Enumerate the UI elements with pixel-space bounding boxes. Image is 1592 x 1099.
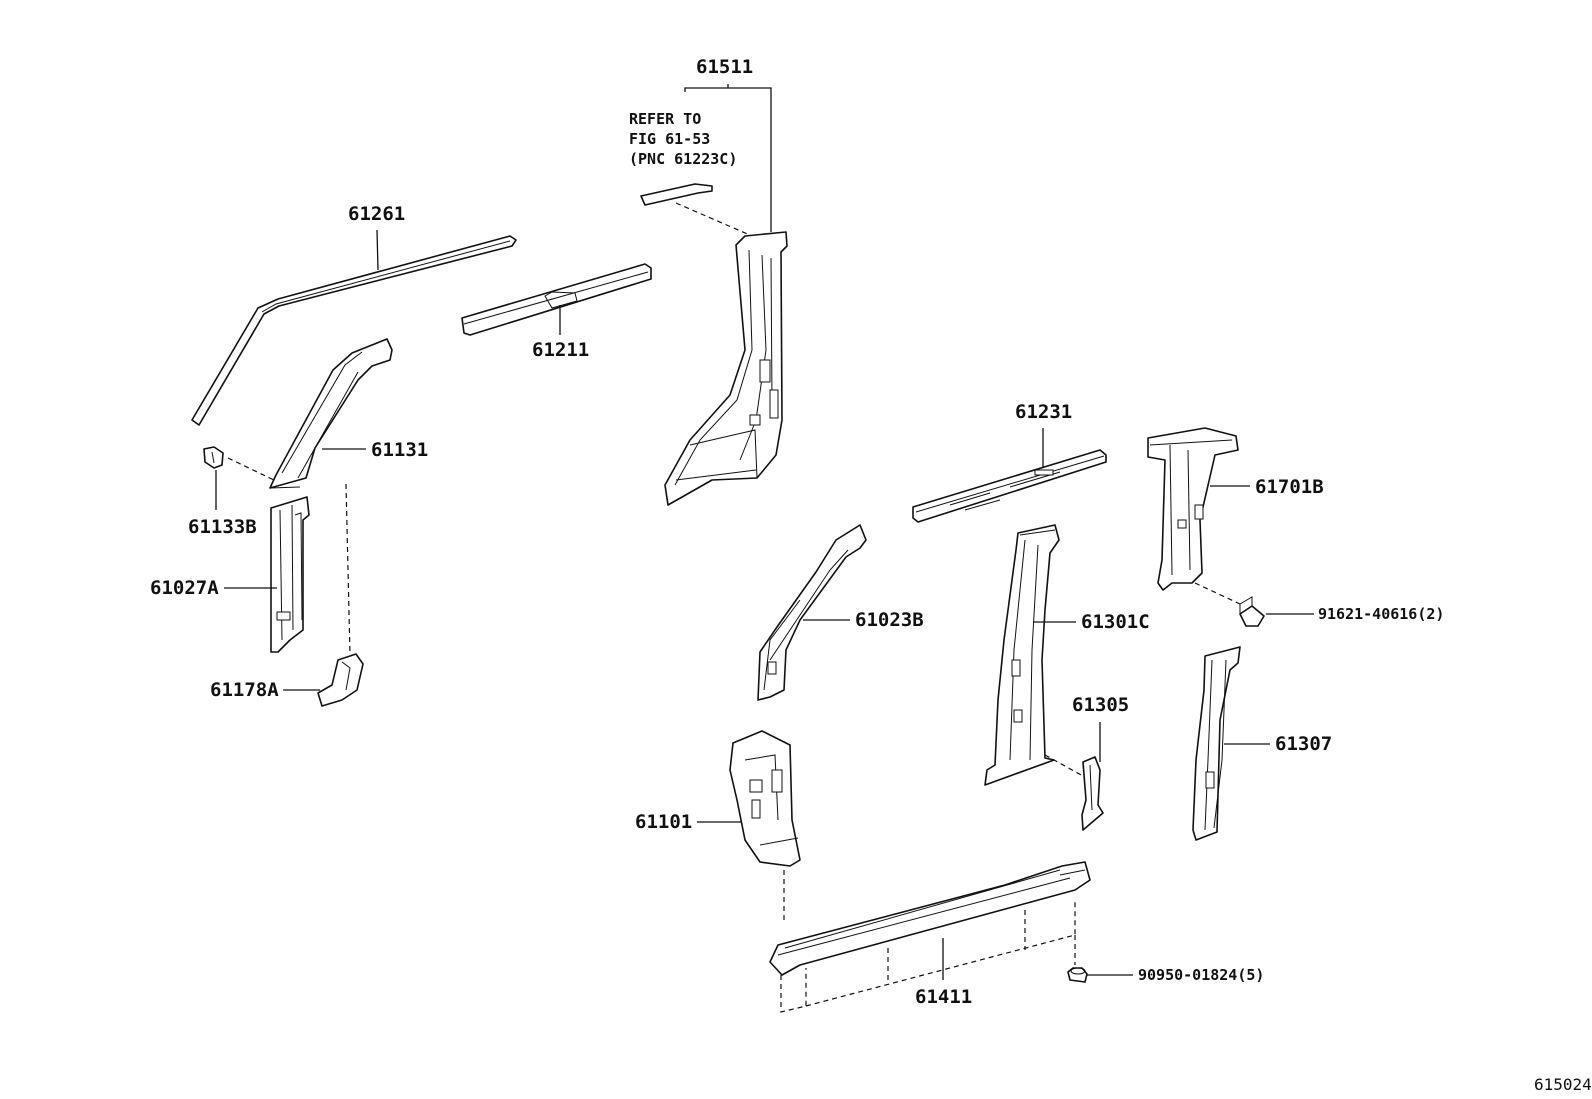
part-group-61027A: 61027A: [150, 496, 310, 653]
label-61023B[interactable]: 61023B: [855, 609, 924, 631]
part-61231[interactable]: [912, 449, 1107, 523]
part-group-61023B: 61023B: [757, 524, 924, 701]
label-61411[interactable]: 61411: [915, 986, 972, 1008]
part-group-91621: 91621-40616(2): [1239, 596, 1444, 627]
label-61261[interactable]: 61261: [348, 203, 405, 225]
label-61231[interactable]: 61231: [1015, 401, 1072, 423]
label-61178A[interactable]: 61178A: [210, 679, 279, 701]
label-61133B[interactable]: 61133B: [188, 516, 257, 538]
part-90950-01824[interactable]: [1067, 967, 1088, 983]
dashed-guide-61131-61178A: [345, 483, 351, 656]
part-group-61211: 61211: [461, 263, 652, 361]
part-91621-40616[interactable]: [1239, 605, 1265, 627]
part-group-61511: 61511 REFER TO FIG 61-53 (PNC 61223C): [629, 56, 788, 506]
part-61261[interactable]: [191, 235, 517, 426]
label-61511[interactable]: 61511: [696, 56, 753, 78]
part-group-61133B: 61133B: [188, 446, 277, 538]
part-61305[interactable]: [1081, 756, 1104, 831]
part-group-61411: 61411: [769, 861, 1091, 1013]
label-61027A[interactable]: 61027A: [150, 577, 219, 599]
label-61131[interactable]: 61131: [371, 439, 428, 461]
part-group-61131: 61131: [269, 338, 428, 489]
label-61101[interactable]: 61101: [635, 811, 692, 833]
label-91621-40616[interactable]: 91621-40616(2): [1318, 605, 1444, 623]
label-61701B[interactable]: 61701B: [1255, 476, 1324, 498]
label-61301C[interactable]: 61301C: [1081, 611, 1150, 633]
part-61027A[interactable]: [270, 496, 310, 653]
part-61307[interactable]: [1192, 646, 1241, 841]
label-90950-01824[interactable]: 90950-01824(5): [1138, 966, 1264, 984]
note-line-2: FIG 61-53: [629, 130, 710, 148]
part-61178A[interactable]: [317, 653, 364, 707]
part-group-61305: 61305: [1072, 694, 1129, 831]
part-group-61701B: 61701B: [1147, 427, 1324, 605]
part-61023B[interactable]: [757, 524, 867, 701]
part-group-61307: 61307: [1192, 646, 1332, 841]
part-61701B[interactable]: [1147, 427, 1239, 591]
label-61305[interactable]: 61305: [1072, 694, 1129, 716]
part-group-61101: 61101: [635, 730, 801, 920]
label-61211[interactable]: 61211: [532, 339, 589, 361]
note-line-3: (PNC 61223C): [629, 150, 737, 168]
part-group-61301C: 61301C: [984, 524, 1150, 786]
part-61211[interactable]: [461, 263, 652, 336]
part-group-61178A: 61178A: [210, 653, 364, 707]
part-61411[interactable]: [769, 861, 1091, 976]
part-group-90950: 90950-01824(5): [1067, 966, 1264, 984]
figure-number: 615024: [1534, 1075, 1592, 1094]
part-61101[interactable]: [729, 730, 801, 867]
part-61131[interactable]: [269, 338, 393, 489]
part-group-61231: 61231: [912, 401, 1107, 523]
part-61301C[interactable]: [984, 524, 1060, 786]
note-line-1: REFER TO: [629, 110, 701, 128]
part-group-61261: 61261: [191, 203, 517, 426]
part-61223c-strip[interactable]: [640, 183, 713, 206]
label-61307[interactable]: 61307: [1275, 733, 1332, 755]
